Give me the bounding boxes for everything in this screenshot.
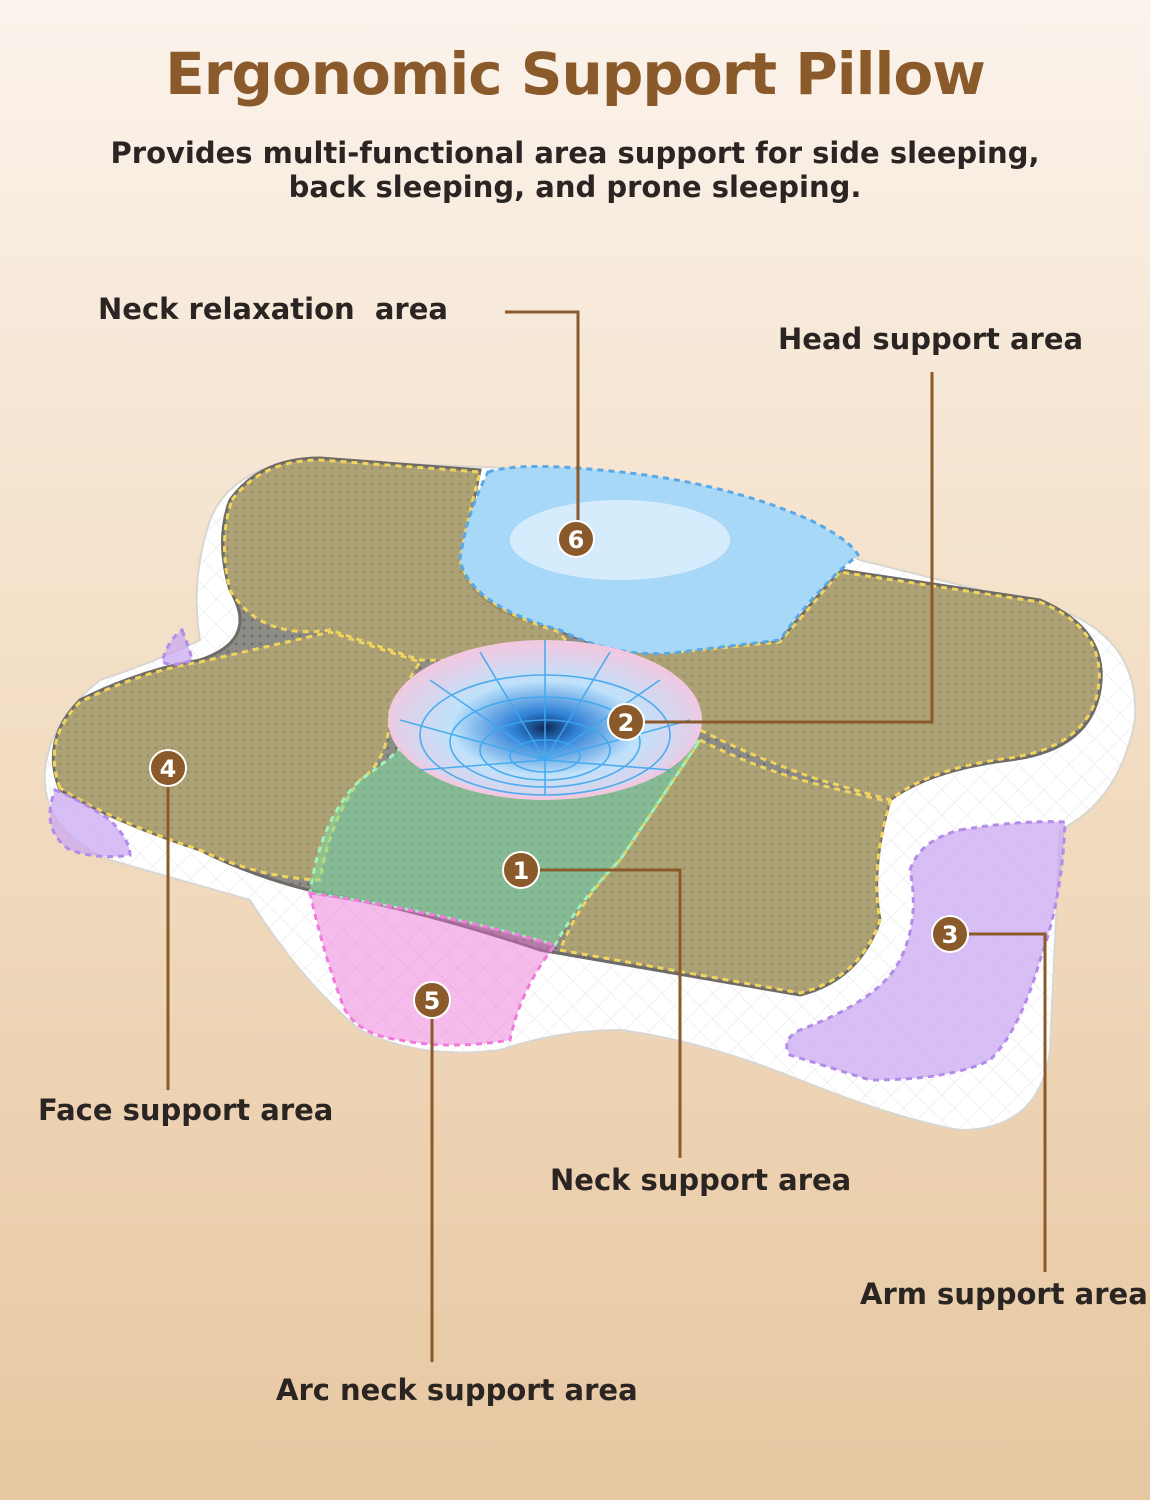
label-arc-neck-support: Arc neck support area bbox=[276, 1373, 638, 1407]
zone-arm-support bbox=[785, 820, 1067, 1082]
leader-3 bbox=[962, 932, 1047, 1272]
zone-left bbox=[52, 630, 423, 882]
yellow-zones bbox=[52, 458, 1101, 995]
badge-number-3: 3 bbox=[942, 921, 959, 949]
badge-number-6: 6 bbox=[568, 526, 585, 554]
zone-right bbox=[557, 738, 892, 995]
label-face-support: Face support area bbox=[38, 1093, 334, 1127]
label-neck-relaxation: Neck relaxation area bbox=[98, 292, 448, 326]
leader-6 bbox=[505, 310, 580, 520]
zone-arc-neck bbox=[308, 891, 558, 1047]
page-title: Ergonomic Support Pillow bbox=[165, 40, 986, 108]
badge-number-1: 1 bbox=[513, 857, 530, 885]
label-neck-support: Neck support area bbox=[550, 1163, 852, 1197]
badge-4: 4 bbox=[149, 749, 187, 787]
label-arm-support: Arm support area bbox=[860, 1277, 1148, 1311]
bolster-highlight bbox=[510, 500, 730, 580]
leader-lines bbox=[166, 310, 1047, 1362]
label-head-support: Head support area bbox=[778, 322, 1084, 356]
page-subtitle: Provides multi-functional area support f… bbox=[0, 136, 1150, 204]
head-dimple bbox=[388, 640, 702, 800]
leader-1 bbox=[538, 868, 682, 1158]
badge-number-5: 5 bbox=[424, 987, 441, 1015]
subtitle-line-2: back sleeping, and prone sleeping. bbox=[288, 170, 862, 204]
subtitle-line-1: Provides multi-functional area support f… bbox=[110, 136, 1040, 170]
zone-top-right bbox=[589, 570, 1101, 802]
badge-2: 2 bbox=[607, 703, 645, 741]
badge-3: 3 bbox=[931, 915, 969, 953]
badge-6: 6 bbox=[557, 520, 595, 558]
badge-1: 1 bbox=[502, 851, 540, 889]
badge-5: 5 bbox=[413, 981, 451, 1019]
badge-number-2: 2 bbox=[618, 709, 635, 737]
leader-2 bbox=[640, 372, 934, 724]
zone-left-side bbox=[48, 788, 132, 859]
zone-left-upper bbox=[160, 627, 194, 667]
purple-zones bbox=[48, 627, 1067, 1082]
badge-number-4: 4 bbox=[160, 755, 177, 783]
zone-top-left bbox=[223, 458, 583, 664]
